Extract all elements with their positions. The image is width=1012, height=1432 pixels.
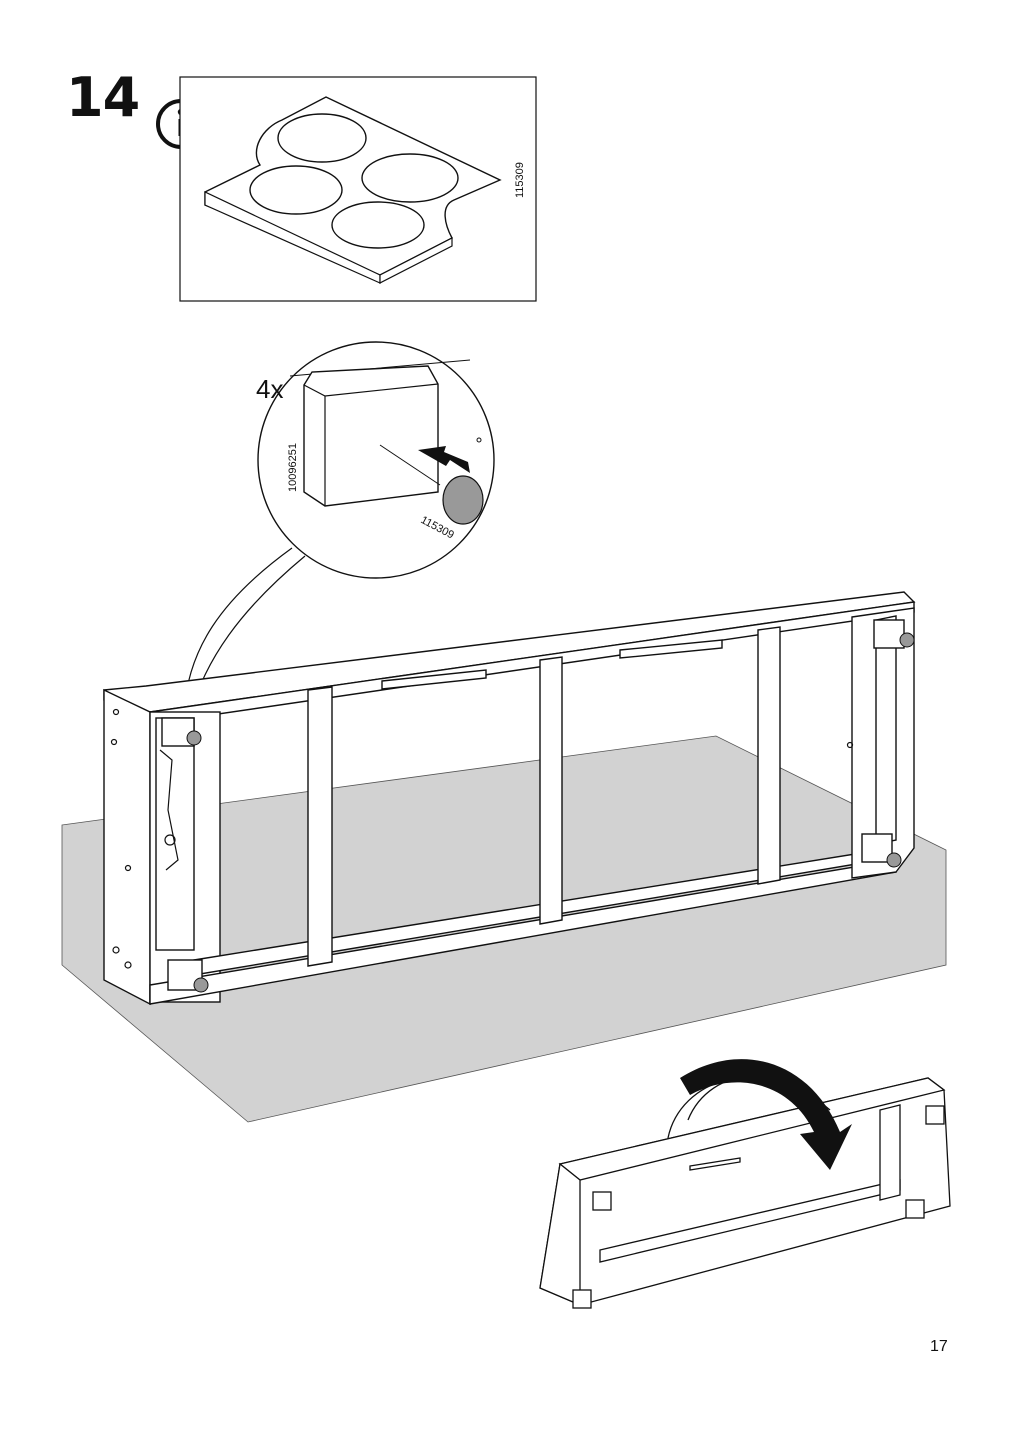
frame-flipped — [539, 1077, 951, 1309]
felt-pad — [442, 475, 484, 525]
frame-pads — [186, 632, 915, 993]
info-panel-part-number: 115309 — [514, 162, 526, 198]
step-number: 14 — [66, 66, 140, 129]
detail-callout: 4x 10096251 115309 — [183, 341, 495, 716]
info-panel: 115309 — [179, 76, 537, 302]
frame-mechanism — [110, 708, 854, 969]
push-arrow-icon — [418, 446, 470, 473]
block-part-number: 10096251 — [287, 443, 299, 492]
quantity-label: 4x — [256, 374, 283, 404]
frame-main — [103, 591, 916, 1006]
rotate-arrow-icon — [667, 1059, 852, 1170]
plastic-block — [303, 365, 439, 507]
page-number: 17 — [930, 1338, 948, 1355]
